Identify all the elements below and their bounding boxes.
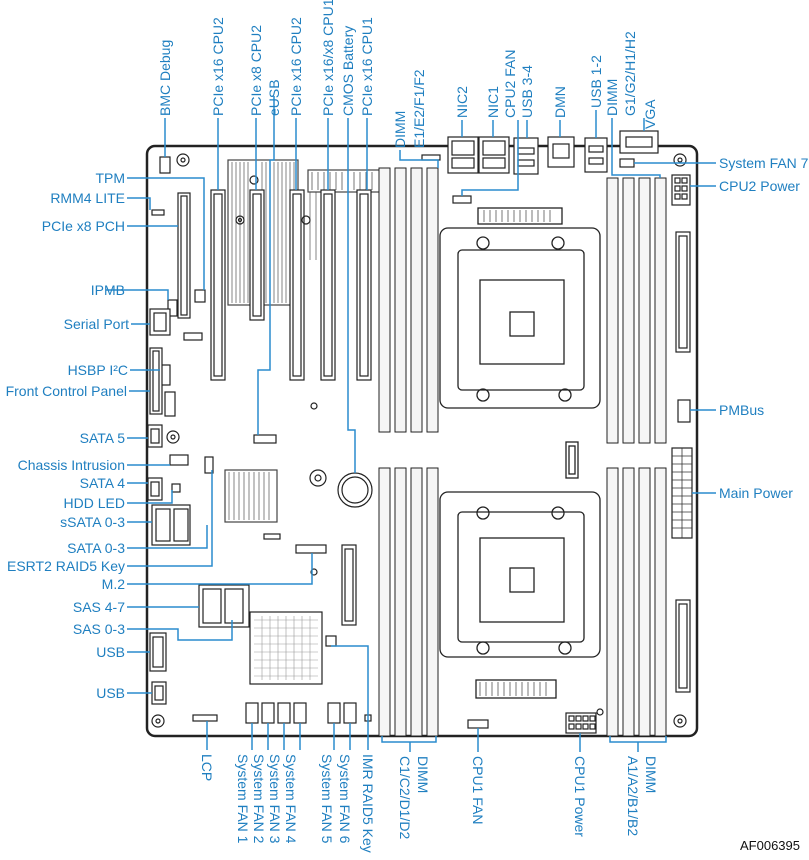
label-hdd-led: HDD LED	[64, 495, 125, 511]
label-pcie-x8-pch: PCIe x8 PCH	[42, 218, 125, 234]
figure-code: AF006395	[740, 838, 800, 853]
label-dimm-gh-line1: DIMM	[604, 79, 620, 116]
dimm-slots	[378, 167, 667, 737]
label-system-fan-5: System FAN 5	[319, 754, 335, 844]
label-usb-b: USB	[96, 685, 125, 701]
label-lcp: LCP	[199, 754, 215, 781]
label-pcie-x16-cpu2-b: PCIe x16 CPU2	[288, 17, 304, 116]
label-chassis-intrusion: Chassis Intrusion	[18, 457, 125, 473]
left-headers	[147, 156, 373, 705]
label-cpu1-power: CPU1 Power	[572, 756, 588, 837]
label-pmbus: PMBus	[719, 402, 764, 418]
label-esrt2-raid5-key: ESRT2 RAID5 Key	[7, 558, 125, 574]
label-cmos-battery: CMOS Battery	[340, 26, 356, 116]
label-system-fan-3: System FAN 3	[267, 754, 283, 844]
label-sata-4: SATA 4	[80, 475, 126, 491]
label-dimm-gh-line2: G1/G2/H1/H2	[622, 31, 638, 116]
label-sas-4-7: SAS 4-7	[73, 599, 125, 615]
label-system-fan-7: System FAN 7	[719, 155, 809, 171]
label-vga: VGA	[642, 99, 658, 129]
label-cpu2-power: CPU2 Power	[719, 178, 800, 194]
bottom-labels: LCP System FAN 1 System FAN 2 System FAN…	[199, 754, 659, 853]
label-main-power: Main Power	[719, 485, 793, 501]
label-nic2: NIC2	[454, 86, 470, 118]
mounting-holes	[151, 153, 687, 728]
label-m2: M.2	[102, 576, 126, 592]
label-dimm-ef-line1: DIMM	[392, 111, 408, 148]
label-ssata-0-3: sSATA 0-3	[60, 514, 125, 530]
label-pcie-x16-x8-cpu1: PCIe x16/x8 CPU1	[320, 0, 336, 116]
label-dimm-cd-line2: C1/C2/D1/D2	[397, 756, 413, 839]
label-sas-0-3: SAS 0-3	[73, 621, 125, 637]
pcie-slots	[177, 159, 381, 381]
label-usb-1-2: USB 1-2	[588, 55, 604, 108]
label-eusb: eUSB	[266, 79, 282, 116]
top-labels: BMC Debug PCIe x16 CPU2 PCIe x8 CPU2 eUS…	[157, 0, 658, 148]
label-front-control-panel: Front Control Panel	[6, 383, 127, 399]
label-system-fan-6: System FAN 6	[337, 754, 353, 844]
cpu-sockets	[439, 207, 601, 699]
label-pcie-x8-cpu2: PCIe x8 CPU2	[248, 25, 264, 116]
label-usb-3-4: USB 3-4	[519, 65, 535, 118]
label-dimm-ab-line1: DIMM	[643, 756, 659, 793]
label-usb-a: USB	[96, 644, 125, 660]
label-pcie-x16-cpu1: PCIe x16 CPU1	[359, 17, 375, 116]
label-nic1: NIC1	[485, 86, 501, 118]
label-tpm: TPM	[95, 170, 125, 186]
label-sata-0-3: SATA 0-3	[67, 540, 125, 556]
label-serial-port: Serial Port	[64, 316, 129, 332]
label-dimm-ef-line2: E1/E2/F1/F2	[411, 69, 427, 148]
label-rmm4-lite: RMM4 LITE	[50, 190, 125, 206]
label-system-fan-1: System FAN 1	[235, 754, 251, 844]
label-imr-raid5-key: IMR RAID5 Key	[360, 754, 376, 853]
left-labels: TPM RMM4 LITE PCIe x8 PCH IPMB Serial Po…	[6, 170, 130, 701]
label-system-fan-4: System FAN 4	[283, 754, 299, 844]
label-dmn: DMN	[552, 86, 568, 118]
bottom-connectors	[192, 702, 597, 734]
label-hsbp-i2c: HSBP I²C	[68, 362, 128, 378]
label-dimm-ab-line2: A1/A2/B1/B2	[625, 756, 641, 836]
label-pcie-x16-cpu2-a: PCIe x16 CPU2	[210, 17, 226, 116]
right-labels: System FAN 7 CPU2 Power PMBus Main Power	[719, 155, 809, 501]
label-dimm-cd-line1: DIMM	[415, 756, 431, 793]
label-system-fan-2: System FAN 2	[251, 754, 267, 844]
label-ipmb: IPMB	[91, 282, 125, 298]
label-sata-5: SATA 5	[80, 430, 126, 446]
callout-lines	[106, 96, 716, 752]
label-bmc-debug: BMC Debug	[157, 40, 173, 116]
label-cpu2-fan: CPU2 FAN	[502, 50, 518, 118]
label-cpu1-fan: CPU1 FAN	[470, 756, 486, 824]
